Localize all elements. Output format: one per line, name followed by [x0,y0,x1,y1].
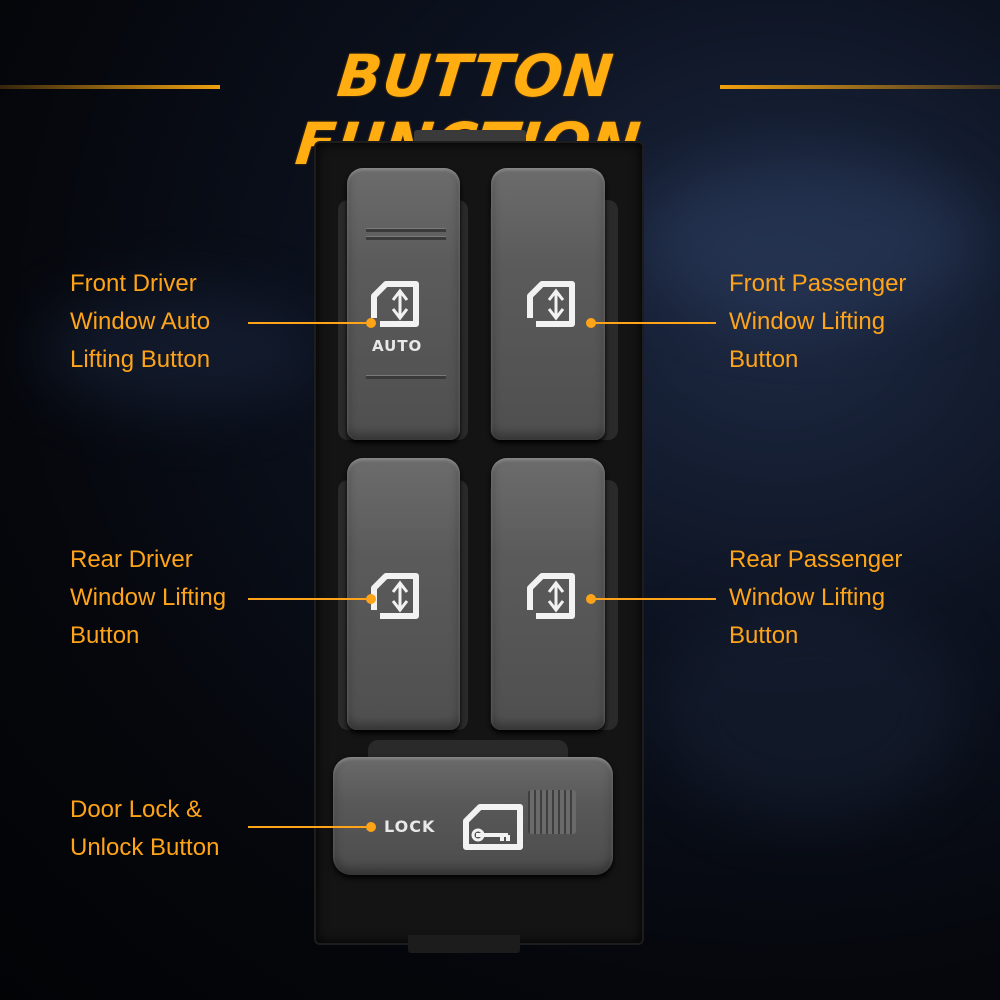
leader-dot [366,822,376,832]
label-door-lock: Door Lock & Unlock Button [70,791,219,867]
label-rear-passenger: Rear Passenger Window Lifting Button [729,541,902,655]
background-blur [640,160,980,320]
label-line: Rear Driver [70,546,193,573]
rear-passenger-window-button[interactable] [491,458,605,730]
label-line: Button [729,346,799,373]
label-line: Rear Passenger [729,546,903,573]
background-blur [40,290,320,410]
front-driver-window-button[interactable] [347,168,460,440]
window-up-down-icon [527,281,575,327]
window-up-down-icon [371,281,419,327]
label-front-passenger: Front Passenger Window Lifting Button [729,265,906,379]
title-rule-right [720,85,1000,89]
leader-line [248,826,372,828]
label-line: Window Lifting [70,584,227,611]
leader-dot [366,318,376,328]
lock-door-icon [463,804,523,850]
label-line: Button [70,622,140,649]
rear-driver-window-button[interactable] [347,458,460,730]
label-line: Window Auto [70,308,211,335]
leader-line [592,322,716,324]
key-groove [366,236,446,240]
front-passenger-window-button[interactable] [491,168,605,440]
leader-dot [586,318,596,328]
window-up-down-icon [527,573,575,619]
key-groove [366,228,446,232]
leader-line [592,598,716,600]
key-groove [366,375,446,379]
auto-label: AUTO [372,337,423,355]
label-line: Unlock Button [70,834,220,861]
title-rule-left [0,85,220,89]
leader-line [248,322,372,324]
label-line: Lifting Button [70,346,211,373]
lock-label: LOCK [384,817,436,836]
label-line: Front Driver [70,270,197,297]
leader-dot [366,594,376,604]
panel-bottom-tab [408,935,520,953]
label-line: Door Lock & [70,796,203,823]
label-line: Button [729,622,799,649]
title-bar: BUTTON FUNCTION [0,22,1000,178]
label-line: Window Lifting [729,584,886,611]
label-rear-driver: Rear Driver Window Lifting Button [70,541,226,655]
leader-dot [586,594,596,604]
background-blur [660,600,960,820]
label-front-driver: Front Driver Window Auto Lifting Button [70,265,210,379]
window-up-down-icon [371,573,419,619]
leader-line [248,598,372,600]
label-line: Front Passenger [729,270,907,297]
lock-key-ribs [528,790,576,834]
label-line: Window Lifting [729,308,886,335]
